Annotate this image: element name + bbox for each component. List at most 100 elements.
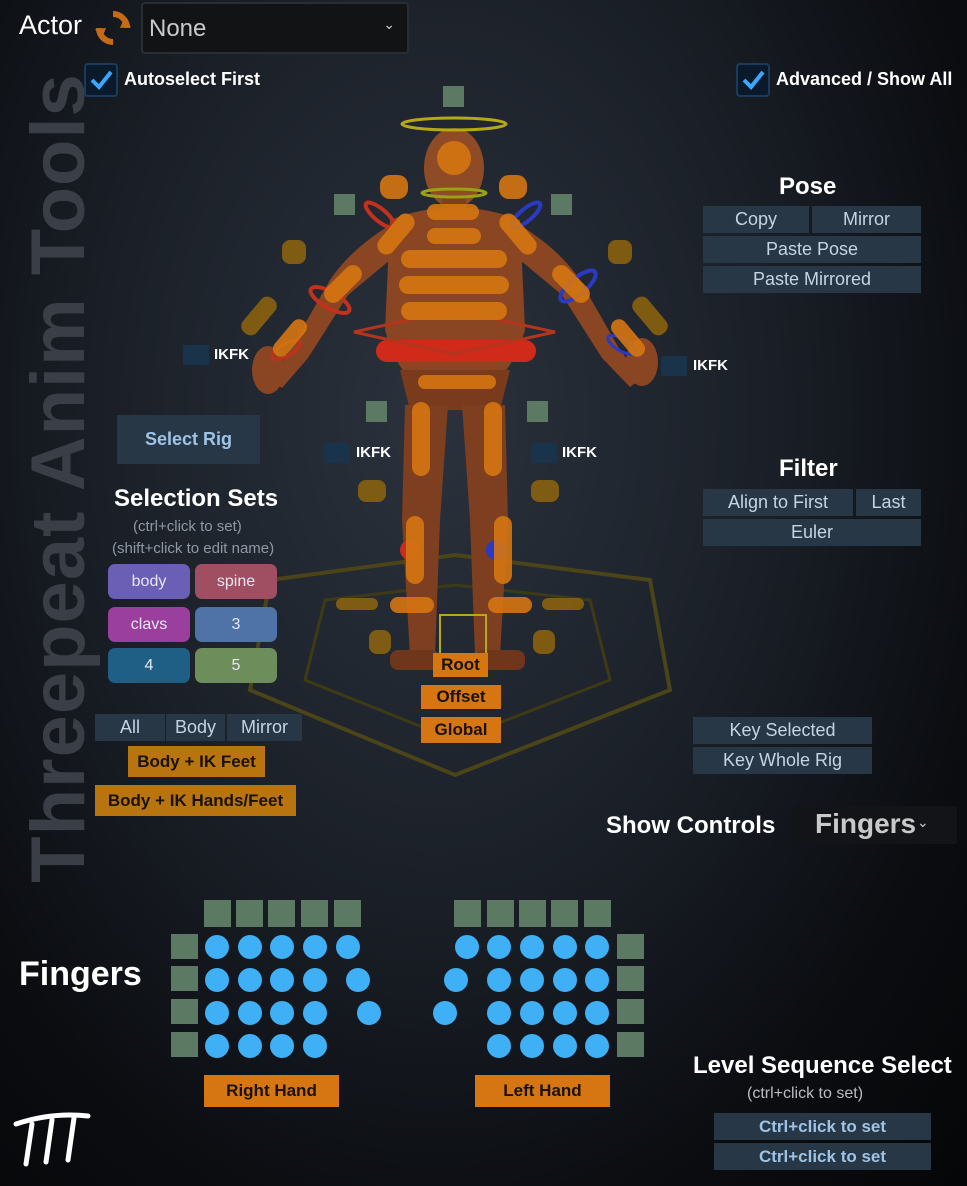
body-ik-hands-feet-button[interactable]: Body + IK Hands/Feet: [95, 785, 296, 816]
left-finger-control-dot[interactable]: [433, 1001, 457, 1025]
right-finger-control-dot[interactable]: [357, 1001, 381, 1025]
left-finger-side-square[interactable]: [617, 1032, 644, 1057]
left-finger-control-dot[interactable]: [487, 1001, 511, 1025]
thigh-control-left[interactable]: [484, 402, 502, 476]
left-finger-side-square[interactable]: [617, 966, 644, 991]
spine-control-4[interactable]: [401, 302, 507, 320]
left-finger-control-dot[interactable]: [553, 1001, 577, 1025]
ikfk-toggle-arm-right[interactable]: [183, 345, 209, 365]
copy-pose-button[interactable]: Copy: [703, 206, 809, 233]
selection-set-body[interactable]: body: [108, 564, 190, 599]
left-finger-control-dot[interactable]: [444, 968, 468, 992]
right-finger-control-dot[interactable]: [205, 968, 229, 992]
right-hand-button[interactable]: Right Hand: [204, 1075, 339, 1107]
left-finger-control-dot[interactable]: [585, 1001, 609, 1025]
left-finger-control-dot[interactable]: [520, 968, 544, 992]
right-finger-control-dot[interactable]: [346, 968, 370, 992]
ikfk-toggle-arm-left[interactable]: [661, 356, 687, 376]
body-ik-feet-button[interactable]: Body + IK Feet: [128, 746, 265, 777]
foot-control-left[interactable]: [488, 597, 532, 613]
shoulder-pick-square-right[interactable]: [334, 194, 355, 215]
key-whole-rig-button[interactable]: Key Whole Rig: [693, 747, 872, 774]
pelvis-control[interactable]: [418, 375, 496, 389]
left-hand-button[interactable]: Left Hand: [475, 1075, 610, 1107]
refresh-icon[interactable]: [94, 9, 132, 47]
spine-control-2[interactable]: [401, 250, 507, 268]
level-sequence-slot-1[interactable]: Ctrl+click to set: [714, 1113, 931, 1140]
left-finger-side-square[interactable]: [617, 999, 644, 1024]
foot-ik-control-left[interactable]: [542, 598, 584, 610]
euler-filter-button[interactable]: Euler: [703, 519, 921, 546]
left-finger-top-square[interactable]: [454, 900, 481, 927]
ikfk-toggle-leg-right[interactable]: [324, 443, 350, 463]
select-rig-button[interactable]: Select Rig: [117, 415, 260, 464]
right-finger-control-dot[interactable]: [205, 935, 229, 959]
right-finger-control-dot[interactable]: [205, 1001, 229, 1025]
neck-control[interactable]: [427, 204, 479, 220]
calf-control-left[interactable]: [494, 516, 512, 584]
right-finger-control-dot[interactable]: [270, 1001, 294, 1025]
right-finger-control-dot[interactable]: [238, 1001, 262, 1025]
mirror-pose-button[interactable]: Mirror: [812, 206, 921, 233]
shoulder-control-left[interactable]: [499, 175, 527, 199]
selection-set-3[interactable]: 3: [195, 607, 277, 642]
align-to-first-button[interactable]: Align to First: [703, 489, 853, 516]
align-to-last-button[interactable]: Last: [856, 489, 921, 516]
left-finger-control-dot[interactable]: [487, 968, 511, 992]
left-finger-side-square[interactable]: [617, 934, 644, 959]
selection-set-5[interactable]: 5: [195, 648, 277, 683]
left-finger-control-dot[interactable]: [520, 1034, 544, 1058]
left-finger-top-square[interactable]: [584, 900, 611, 927]
spine-control-3[interactable]: [399, 276, 509, 294]
left-finger-control-dot[interactable]: [553, 968, 577, 992]
level-sequence-slot-2[interactable]: Ctrl+click to set: [714, 1143, 931, 1170]
hip-pick-square-right[interactable]: [366, 401, 387, 422]
right-finger-control-dot[interactable]: [270, 1034, 294, 1058]
pole-control-arm-right[interactable]: [282, 240, 306, 264]
left-finger-control-dot[interactable]: [585, 935, 609, 959]
calf-control-right[interactable]: [406, 516, 424, 584]
left-finger-control-dot[interactable]: [487, 1034, 511, 1058]
global-button[interactable]: Global: [421, 717, 501, 743]
right-finger-control-dot[interactable]: [336, 935, 360, 959]
right-finger-top-square[interactable]: [334, 900, 361, 927]
selection-set-4[interactable]: 4: [108, 648, 190, 683]
right-finger-control-dot[interactable]: [303, 935, 327, 959]
left-finger-top-square[interactable]: [487, 900, 514, 927]
select-body-button[interactable]: Body: [166, 714, 225, 741]
key-selected-button[interactable]: Key Selected: [693, 717, 872, 744]
right-finger-control-dot[interactable]: [238, 1034, 262, 1058]
right-finger-control-dot[interactable]: [303, 968, 327, 992]
head-control[interactable]: [437, 141, 471, 175]
spine-control-1[interactable]: [427, 228, 481, 244]
toe-ik-control-right[interactable]: [369, 630, 391, 654]
shoulder-control-right[interactable]: [380, 175, 408, 199]
shoulder-pick-square-left[interactable]: [551, 194, 572, 215]
right-finger-control-dot[interactable]: [303, 1034, 327, 1058]
root-button[interactable]: Root: [433, 653, 488, 677]
pole-control-leg-left[interactable]: [531, 480, 559, 502]
offset-button[interactable]: Offset: [421, 685, 501, 709]
right-finger-top-square[interactable]: [204, 900, 231, 927]
left-finger-control-dot[interactable]: [520, 935, 544, 959]
show-controls-dropdown[interactable]: Fingers ⌄: [793, 806, 957, 844]
ikfk-toggle-leg-left[interactable]: [531, 443, 557, 463]
left-finger-control-dot[interactable]: [553, 1034, 577, 1058]
head-pick-square[interactable]: [443, 86, 464, 107]
right-finger-control-dot[interactable]: [270, 968, 294, 992]
left-finger-control-dot[interactable]: [520, 1001, 544, 1025]
select-all-button[interactable]: All: [95, 714, 165, 741]
selection-set-spine[interactable]: spine: [195, 564, 277, 599]
toe-ik-control-left[interactable]: [533, 630, 555, 654]
left-finger-control-dot[interactable]: [585, 968, 609, 992]
select-mirror-button[interactable]: Mirror: [227, 714, 302, 741]
right-finger-control-dot[interactable]: [238, 935, 262, 959]
hip-pick-square-left[interactable]: [527, 401, 548, 422]
pole-control-arm-left[interactable]: [608, 240, 632, 264]
right-finger-side-square[interactable]: [171, 1032, 198, 1057]
left-finger-control-dot[interactable]: [487, 935, 511, 959]
left-finger-control-dot[interactable]: [585, 1034, 609, 1058]
advanced-show-all-checkbox[interactable]: [736, 63, 770, 97]
right-finger-top-square[interactable]: [301, 900, 328, 927]
left-finger-control-dot[interactable]: [553, 935, 577, 959]
